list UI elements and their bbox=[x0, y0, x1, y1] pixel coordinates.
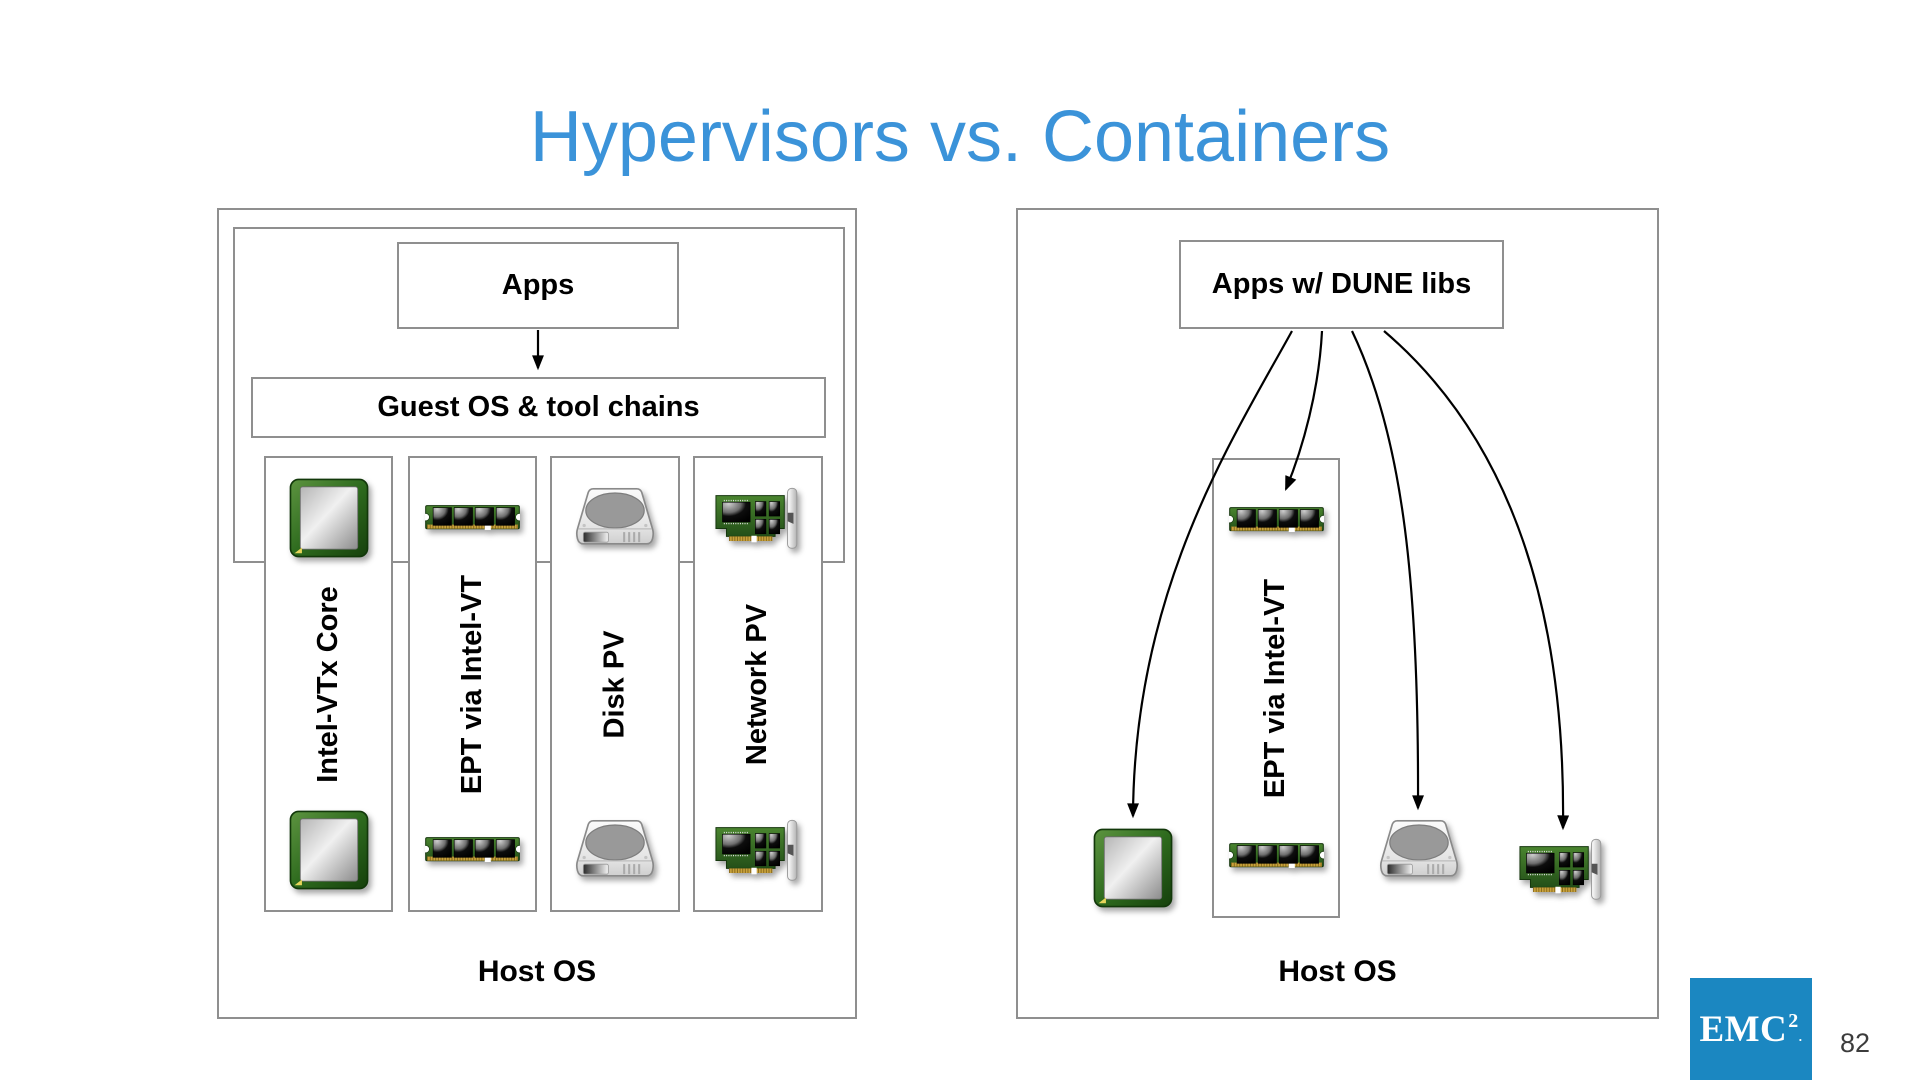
disk-icon bbox=[573, 820, 657, 880]
column-bottom-icon-slot bbox=[288, 802, 370, 898]
ram-icon bbox=[425, 502, 520, 535]
disk-icon bbox=[1377, 820, 1461, 880]
emc-logo-text: EMC2. bbox=[1699, 1008, 1802, 1051]
cpu-chip-icon bbox=[1092, 827, 1174, 909]
guest-os-box: Guest OS & tool chains bbox=[251, 377, 826, 438]
column-label-area: Disk PV bbox=[561, 566, 669, 802]
column-intel-vtx-core: Intel-VTx Core bbox=[264, 456, 393, 912]
column-bottom-icon-slot bbox=[712, 802, 804, 898]
column-label: Network PV bbox=[741, 603, 774, 765]
column-label: Intel-VTx Core bbox=[312, 585, 344, 783]
column-ept-via-intel-vt: EPT via Intel-VT bbox=[408, 456, 537, 912]
column-label-area: EPT via Intel-VT bbox=[1166, 568, 1385, 808]
column-top-icon-slot bbox=[1229, 472, 1324, 568]
guest-os-label: Guest OS & tool chains bbox=[377, 391, 700, 423]
emc-logo-word: EMC bbox=[1699, 1008, 1788, 1050]
network-card-icon bbox=[712, 817, 804, 883]
column-label: EPT via Intel-VT bbox=[1259, 578, 1292, 798]
left-apps-label: Apps bbox=[501, 269, 575, 301]
column-top-icon-slot bbox=[288, 470, 370, 566]
column-top-icon-slot bbox=[425, 470, 520, 566]
emc-logo: EMC2. bbox=[1690, 978, 1812, 1080]
ram-icon bbox=[1229, 504, 1324, 537]
emc-logo-sup: 2 bbox=[1788, 1009, 1799, 1032]
cpu-chip-icon bbox=[288, 477, 370, 559]
column-disk-pv: Disk PV bbox=[550, 456, 680, 912]
column-label: EPT via Intel-VT bbox=[456, 574, 489, 794]
left-host-os-label: Host OS bbox=[477, 955, 597, 988]
ram-icon bbox=[425, 834, 520, 867]
column-top-icon-slot bbox=[712, 470, 804, 566]
ram-icon bbox=[1229, 840, 1324, 873]
right-apps-label: Apps w/ DUNE libs bbox=[1211, 268, 1472, 300]
column-network-pv: Network PV bbox=[693, 456, 823, 912]
disk-icon bbox=[573, 488, 657, 548]
network-card-icon bbox=[1516, 836, 1608, 902]
column-top-icon-slot bbox=[573, 470, 657, 566]
left-apps-box: Apps bbox=[397, 242, 679, 329]
right-host-os-label: Host OS bbox=[1278, 955, 1397, 988]
column-label-area: Network PV bbox=[677, 566, 838, 802]
cpu-chip-icon bbox=[288, 809, 370, 891]
column-label: Disk PV bbox=[598, 630, 631, 738]
network-card-icon bbox=[712, 485, 804, 551]
right-column-ept-via-intel-vt: EPT via Intel-VT bbox=[1212, 458, 1340, 918]
right-apps-box: Apps w/ DUNE libs bbox=[1179, 240, 1504, 329]
column-bottom-icon-slot bbox=[573, 802, 657, 898]
page-number: 82 bbox=[1840, 1028, 1871, 1058]
emc-logo-dot: . bbox=[1798, 1028, 1803, 1044]
column-bottom-icon-slot bbox=[1229, 808, 1324, 904]
slide-title: Hypervisors vs. Containers bbox=[529, 97, 1391, 177]
column-bottom-icon-slot bbox=[425, 802, 520, 898]
